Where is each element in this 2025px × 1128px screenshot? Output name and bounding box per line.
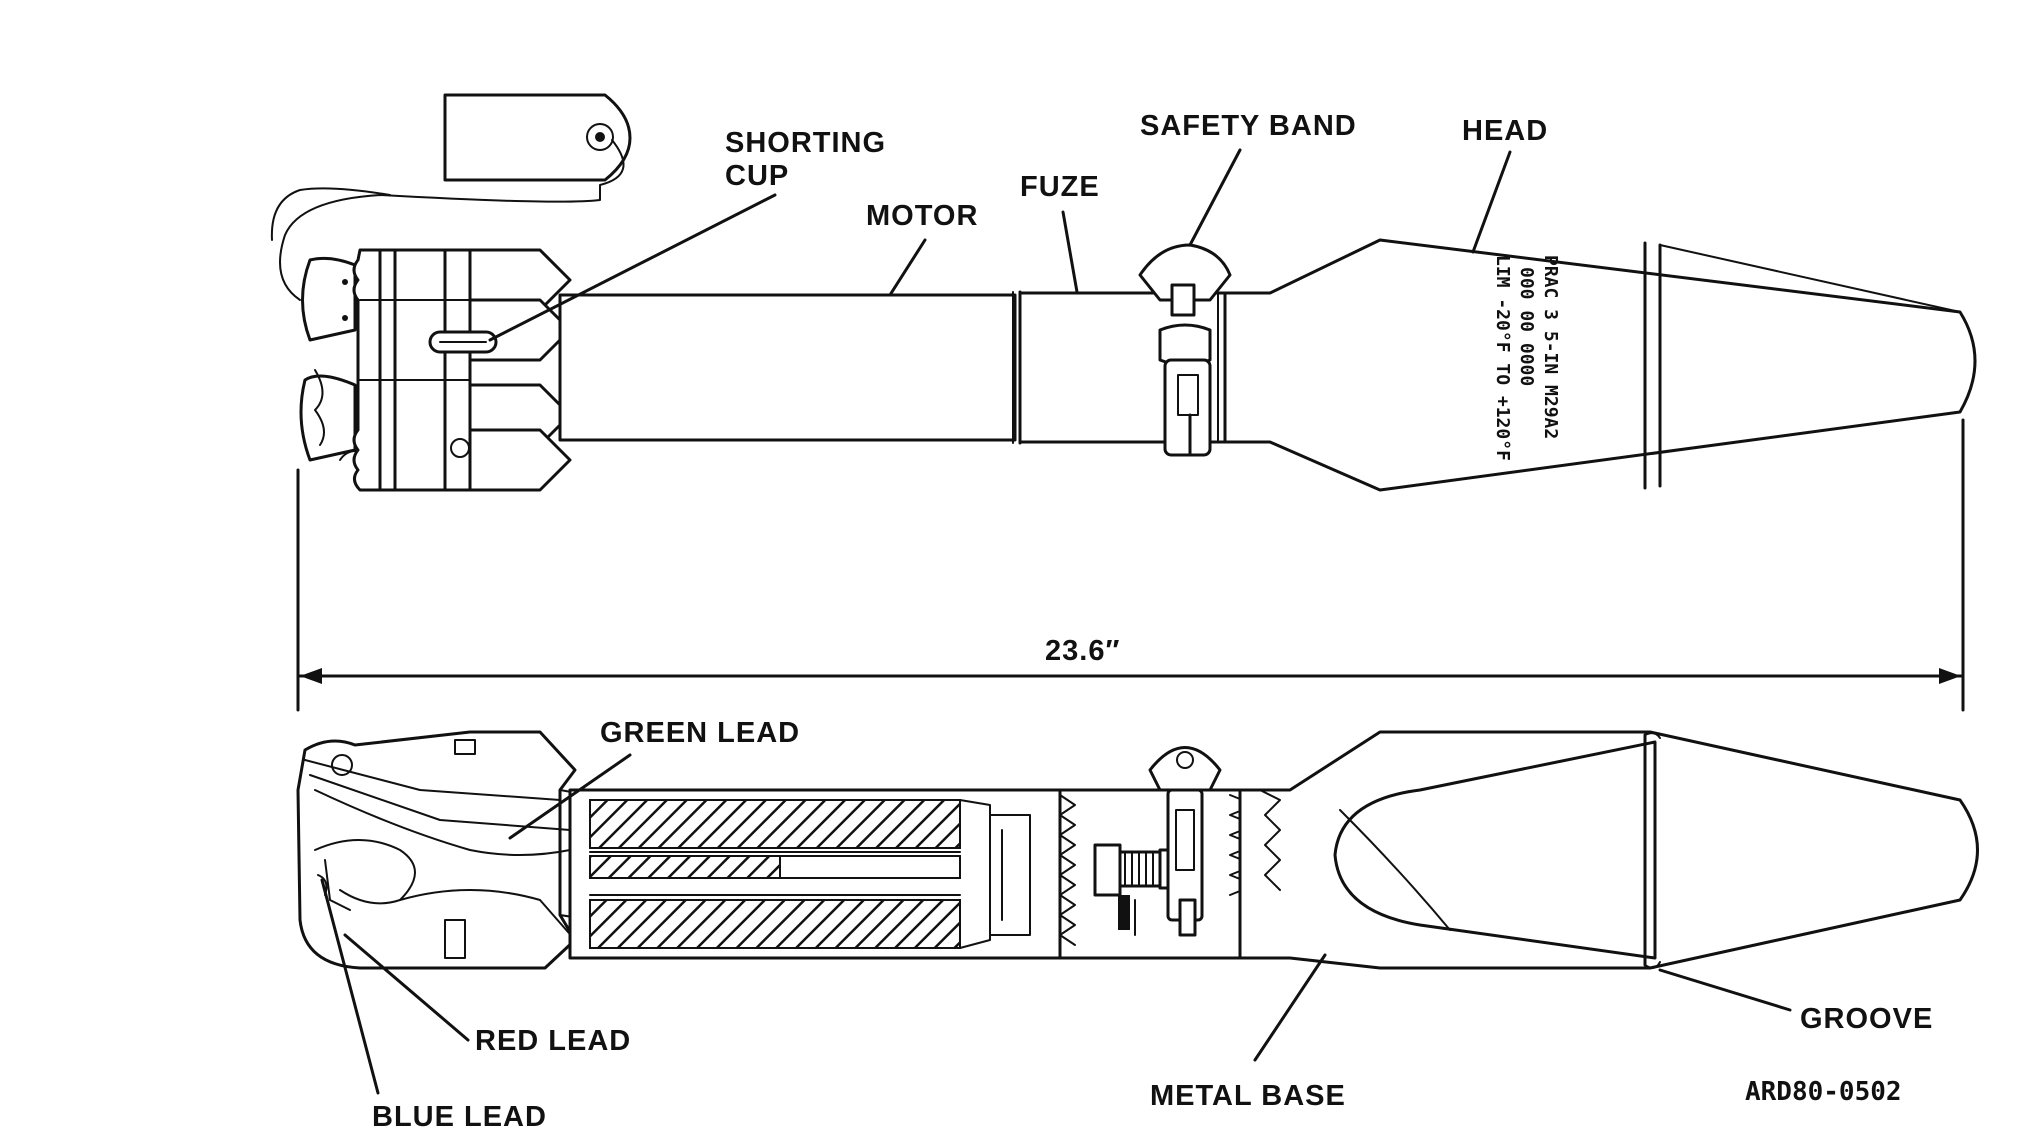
tail-cutaway — [296, 730, 641, 970]
leader-groove — [1658, 968, 1792, 1012]
stencil-line-2: 000 00 0000 — [1516, 267, 1537, 386]
rocket-cutaway-view — [296, 730, 1979, 970]
leader-green-lead — [508, 753, 632, 840]
fuze-cutaway — [1058, 746, 1256, 960]
label-shorting-cup-2: CUP — [725, 160, 789, 192]
label-red-lead: RED LEAD — [475, 1025, 631, 1057]
leader-metal-base — [1253, 953, 1327, 1062]
leader-head — [1471, 150, 1512, 254]
label-fuze: FUZE — [1020, 171, 1100, 203]
label-green-lead: GREEN LEAD — [600, 717, 800, 749]
top-callouts: SHORTING CUP MOTOR FUZE SAFETY BAND HEAD — [488, 110, 1548, 342]
nozzle-assembly — [352, 248, 472, 492]
leader-fuze — [1061, 210, 1079, 294]
leader-blue-lead — [320, 878, 380, 1095]
warhead-head — [1223, 238, 1977, 492]
label-motor: MOTOR — [866, 200, 978, 232]
length-dimension: 23.6″ — [296, 418, 1965, 712]
label-groove: GROOVE — [1800, 1003, 1933, 1035]
stencil-line-1: PRAC 3 5-IN M29A2 — [1540, 255, 1561, 439]
shorting-cup — [428, 330, 498, 354]
stencil-line-3: LIM -20°F TO +120°F — [1492, 255, 1513, 461]
label-blue-lead: BLUE LEAD — [372, 1101, 547, 1128]
motor-tube — [558, 290, 1022, 445]
shipping-tag — [270, 93, 632, 301]
dimension-length: 23.6″ — [1045, 635, 1120, 667]
head-cutaway — [1238, 730, 1979, 970]
figure-id: ARD80-0502 — [1745, 1077, 1902, 1107]
stencil-markings: PRAC 3 5-IN M29A2 000 00 0000 LIM -20°F … — [1492, 255, 1561, 461]
safety-band — [1138, 243, 1232, 457]
label-head: HEAD — [1462, 115, 1548, 147]
tail-fins — [299, 248, 572, 492]
motor-cutaway — [568, 788, 1062, 960]
rocket-exterior-view: PRAC 3 5-IN M29A2 000 00 0000 LIM -20°F … — [270, 93, 1977, 492]
label-safety-band: SAFETY BAND — [1140, 110, 1357, 142]
label-shorting-cup-1: SHORTING — [725, 127, 886, 159]
leader-shorting-cup — [488, 193, 777, 342]
leader-safety-band — [1188, 148, 1242, 247]
label-metal-base: METAL BASE — [1150, 1080, 1346, 1112]
leader-red-lead — [343, 933, 470, 1042]
leader-motor — [888, 238, 927, 297]
bottom-callouts: GREEN LEAD RED LEAD BLUE LEAD METAL BASE… — [320, 717, 1933, 1128]
